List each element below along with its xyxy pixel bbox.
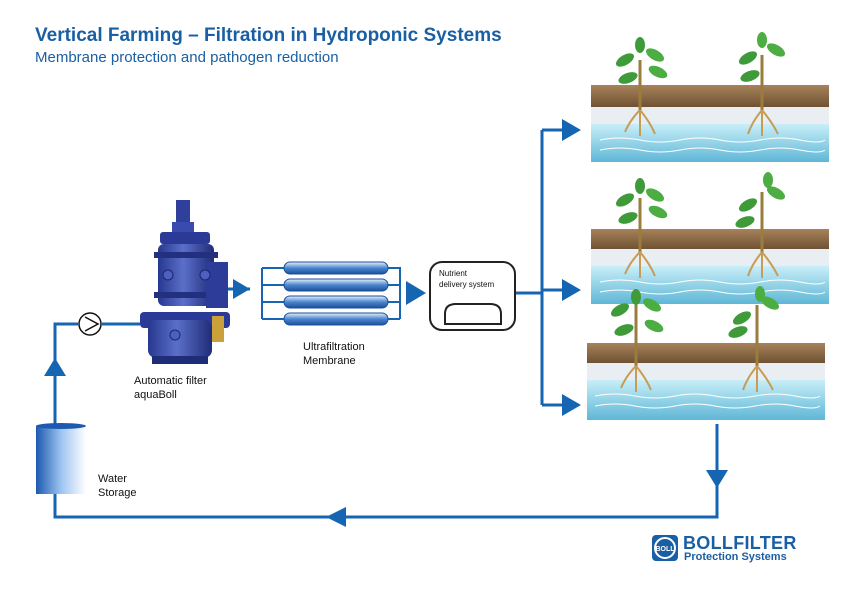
automatic-filter-icon — [140, 200, 230, 364]
plant-icon — [728, 286, 780, 392]
plant-icon — [610, 289, 664, 392]
ultrafiltration-membrane-icon — [283, 261, 389, 326]
arrow-right-shelf-2 — [562, 279, 581, 301]
membrane-tube — [283, 295, 389, 309]
grow-shelf-3 — [587, 343, 825, 420]
arrow-up — [44, 358, 66, 376]
plants — [610, 32, 786, 392]
arrow-right-shelf-3 — [562, 394, 581, 416]
logo-mark-text: BOLL — [655, 546, 675, 553]
storage-label-line-1: Water — [98, 473, 127, 485]
grow-shelf-2 — [591, 229, 829, 304]
membrane-label-line-2: Membrane — [303, 355, 356, 367]
membrane-label-line-1: Ultrafiltration — [303, 341, 365, 353]
pump-icon — [78, 312, 102, 336]
arrow-right-shelf-1 — [562, 119, 581, 141]
bollfilter-logo-icon: BOLL — [652, 535, 678, 561]
page-subtitle: Membrane protection and pathogen reducti… — [35, 49, 339, 66]
nutrient-label: Nutrient delivery system — [439, 268, 494, 290]
membrane-manifold-in — [261, 267, 284, 320]
membrane-tube — [283, 312, 389, 326]
plant-icon — [738, 32, 786, 136]
grow-shelf-1 — [591, 85, 829, 162]
plant-icon — [615, 37, 668, 136]
grow-shelves — [587, 85, 829, 420]
feed-pipe — [53, 322, 140, 345]
brand-tagline: Protection Systems — [684, 551, 787, 563]
membrane-tube — [283, 261, 389, 275]
storage-label: Water Storage — [98, 472, 137, 500]
nutrient-label-line-2: delivery system — [439, 280, 495, 289]
membrane-tube — [283, 278, 389, 292]
arrow-down — [706, 470, 728, 488]
arrow-right-filter — [233, 279, 250, 299]
water-storage-tank — [36, 423, 86, 494]
nutrient-delivery-box — [429, 261, 516, 331]
filter-label-line-2: aquaBoll — [134, 389, 177, 401]
page-title: Vertical Farming – Filtration in Hydropo… — [35, 25, 502, 46]
arrow-left — [326, 507, 346, 527]
membrane-label: Ultrafiltration Membrane — [303, 340, 365, 368]
plant-icon — [615, 178, 668, 278]
filter-label: Automatic filter aquaBoll — [134, 374, 207, 402]
distribution-pipe — [515, 128, 565, 407]
storage-label-line-2: Storage — [98, 487, 137, 499]
flow-arrows — [44, 119, 728, 527]
filter-label-line-1: Automatic filter — [134, 375, 207, 387]
brand-name: BOLLFILTER — [683, 533, 797, 553]
membrane-manifold-out — [388, 267, 401, 320]
plant-icon — [735, 172, 786, 278]
arrow-right-membrane — [406, 281, 426, 305]
nutrient-label-line-1: Nutrient — [439, 269, 468, 278]
